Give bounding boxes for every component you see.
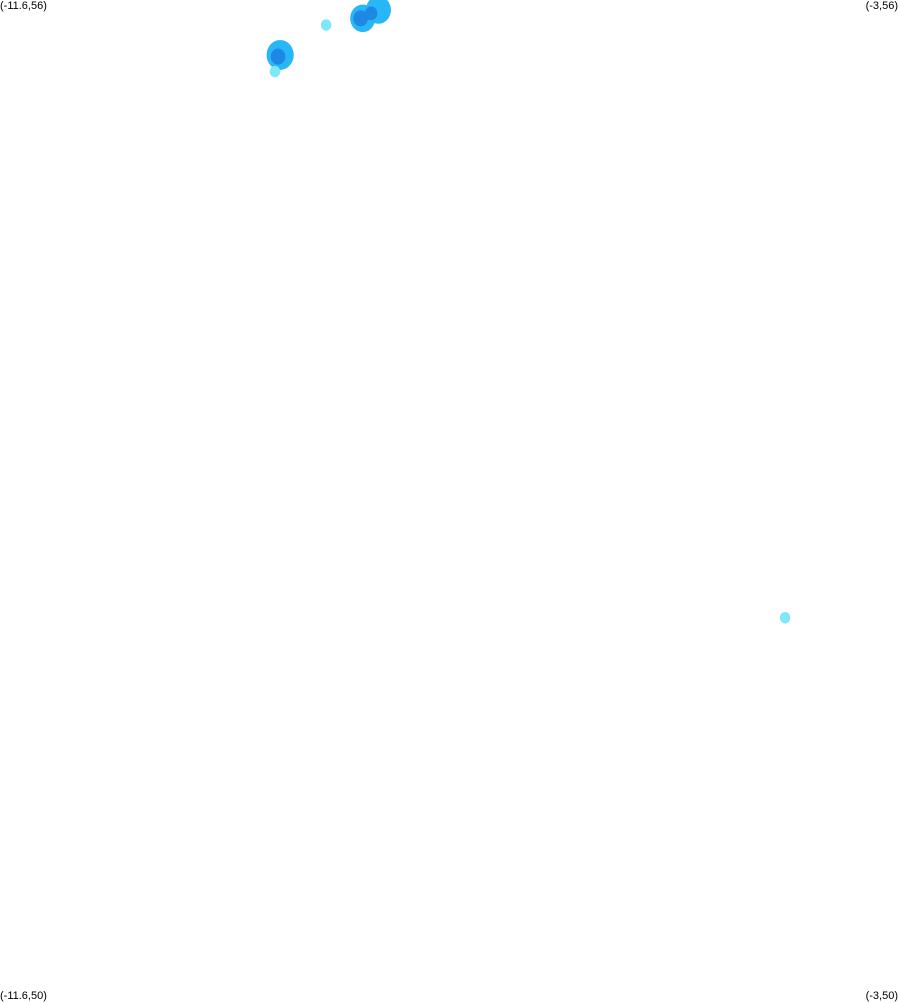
map-blob-light xyxy=(269,65,281,78)
map-blob-dark xyxy=(353,10,368,27)
blob-layer xyxy=(266,0,791,624)
corner-label-top-left: (-11.6,56) xyxy=(0,0,47,12)
map-blob-dark xyxy=(364,6,378,21)
corner-label-bottom-left: (-11.6,50) xyxy=(0,990,47,1002)
map-blob-light xyxy=(320,19,332,31)
map-blob-light xyxy=(779,611,791,624)
corner-label-top-right: (-3,56) xyxy=(865,0,898,12)
map-blob-dark xyxy=(270,48,286,65)
corner-label-bottom-right: (-3,50) xyxy=(865,990,898,1002)
